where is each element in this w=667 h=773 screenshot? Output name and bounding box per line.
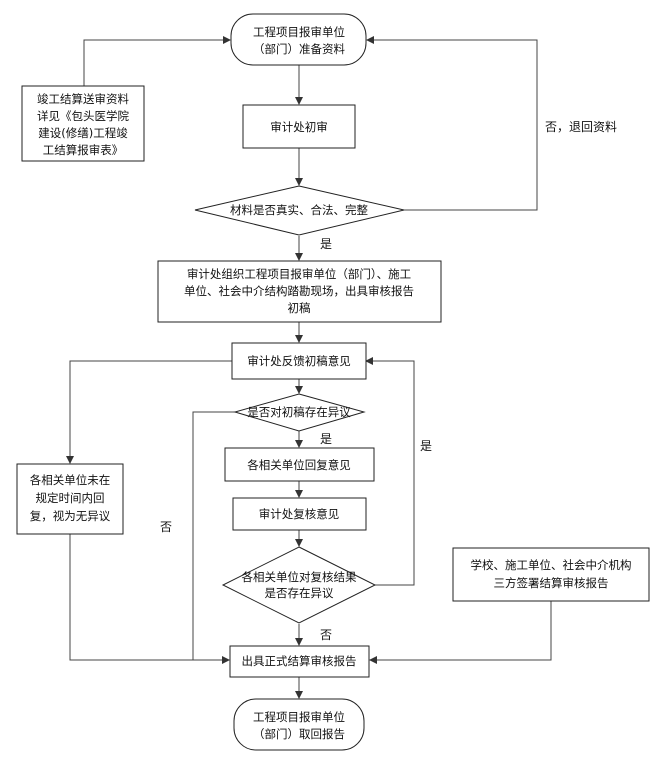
check-materials-diamond: 材料是否真实、合法、完整 bbox=[194, 185, 405, 236]
objection-diamond: 是否对初稿存在异议 bbox=[233, 393, 366, 432]
edge-objection-no bbox=[192, 411, 235, 660]
site-survey-line-1: 审计处组织工程项目报审单位（部门）、施工 bbox=[187, 267, 411, 281]
objection-text: 是否对初稿存在异议 bbox=[247, 405, 351, 419]
reaudit-check-line-2: 是否存在异议 bbox=[265, 586, 334, 600]
sign-report-box: 学校、施工单位、社会中介机构 三方签署结算审核报告 bbox=[452, 547, 650, 602]
sign-report-line-2: 三方签署结算审核报告 bbox=[494, 576, 609, 590]
end-line-2: （部门）取回报告 bbox=[253, 727, 345, 741]
units-reply-text: 各相关单位回复意见 bbox=[247, 458, 351, 472]
edges bbox=[66, 36, 552, 699]
no-reply-box: 各相关单位未在 规定时间内回 复，视为无异议 bbox=[16, 463, 124, 535]
submit-note-line-4: 工结算报审表》 bbox=[43, 143, 124, 157]
edge-reaudit-loop bbox=[365, 357, 415, 586]
sign-report-line-1: 学校、施工单位、社会中介机构 bbox=[471, 558, 632, 572]
site-survey-line-3: 初稿 bbox=[288, 301, 311, 315]
no-reply-line-2: 规定时间内回 bbox=[36, 491, 105, 505]
submit-note-line-1: 竣工结算送审资料 bbox=[37, 92, 129, 106]
final-report-box: 出具正式结算审核报告 bbox=[229, 645, 370, 678]
reaudit-box: 审计处复核意见 bbox=[232, 497, 367, 531]
edge-noreply-to-final bbox=[69, 534, 230, 664]
initial-audit-text: 审计处初审 bbox=[270, 120, 328, 134]
edge-feedback-to-noreply bbox=[66, 360, 232, 464]
site-survey-box: 审计处组织工程项目报审单位（部门）、施工 单位、社会中介结构踏勘现场，出具审核报… bbox=[157, 260, 442, 323]
edge-labels: 否，退回资料 是 是 是 否 否 bbox=[160, 120, 617, 642]
reaudit-check-line-1: 各相关单位对复核结果 bbox=[242, 570, 357, 584]
edge-reject-return bbox=[366, 36, 538, 211]
start-line-2: （部门）准备资料 bbox=[253, 42, 345, 56]
edge-sign-to-final bbox=[369, 601, 552, 664]
label-no-objection: 否 bbox=[160, 520, 172, 534]
label-yes-materials: 是 bbox=[320, 237, 332, 251]
check-materials-text: 材料是否真实、合法、完整 bbox=[230, 203, 368, 217]
submit-note-line-3: 建设(修缮)工程竣 bbox=[38, 126, 128, 140]
label-reject: 否，退回资料 bbox=[545, 120, 617, 134]
feedback-box: 审计处反馈初稿意见 bbox=[231, 342, 367, 380]
initial-audit-box: 审计处初审 bbox=[242, 104, 356, 149]
no-reply-line-1: 各相关单位未在 bbox=[30, 473, 111, 487]
submit-note-line-2: 详见《包头医学院 bbox=[37, 109, 129, 123]
end-line-1: 工程项目报审单位 bbox=[253, 710, 345, 724]
site-survey-line-2: 单位、社会中介结构踏勘现场，出具审核报告 bbox=[184, 284, 414, 298]
no-reply-line-3: 复，视为无异议 bbox=[30, 509, 111, 523]
start-node: 工程项目报审单位 （部门）准备资料 bbox=[230, 13, 367, 66]
end-node: 工程项目报审单位 （部门）取回报告 bbox=[233, 698, 365, 751]
reaudit-text: 审计处复核意见 bbox=[259, 507, 340, 521]
start-line-1: 工程项目报审单位 bbox=[253, 25, 345, 39]
units-reply-box: 各相关单位回复意见 bbox=[224, 447, 375, 482]
edge-note-to-start bbox=[83, 36, 231, 86]
submit-note-box: 竣工结算送审资料 详见《包头医学院 建设(修缮)工程竣 工结算报审表》 bbox=[21, 85, 145, 162]
final-report-text: 出具正式结算审核报告 bbox=[242, 654, 357, 668]
label-yes-objection: 是 bbox=[320, 432, 332, 446]
reaudit-check-diamond: 各相关单位对复核结果 是否存在异议 bbox=[221, 546, 377, 624]
feedback-text: 审计处反馈初稿意见 bbox=[247, 354, 351, 368]
label-no-reaudit: 否 bbox=[320, 628, 332, 642]
label-yes-loop: 是 bbox=[420, 439, 432, 453]
